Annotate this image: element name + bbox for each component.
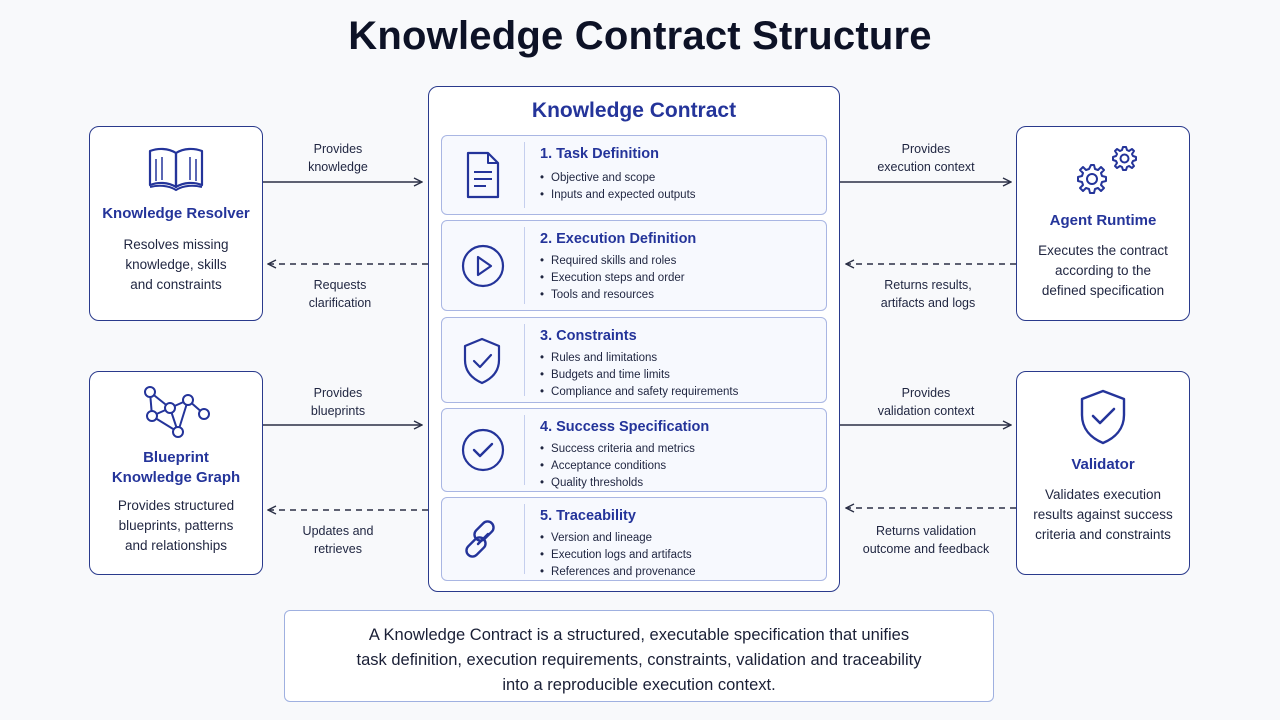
knowledge-contract-title: Knowledge Contract xyxy=(531,99,737,122)
section-item: Version and lineage xyxy=(540,530,696,547)
blueprint-graph-desc: Provides structured blueprints, patterns… xyxy=(117,498,235,553)
blueprint-graph-box: Blueprint Knowledge Graph Provides struc… xyxy=(89,371,263,575)
agent-runtime-desc: Executes the contract according to the d… xyxy=(1038,243,1168,298)
validator-title: Validator xyxy=(1071,456,1135,473)
section-items: Version and lineage Execution logs and a… xyxy=(540,530,696,581)
shield-icon xyxy=(463,337,501,385)
blueprint-graph-title: Blueprint Knowledge Graph xyxy=(111,449,241,486)
link-icon xyxy=(465,520,495,558)
validator-desc: Validates execution results against succ… xyxy=(1033,487,1173,542)
summary-line-2: task definition, execution requirements,… xyxy=(356,651,922,669)
section-item: Tools and resources xyxy=(540,287,685,304)
section-traceability: 5. Traceability Version and lineage Exec… xyxy=(441,497,827,581)
section-execution-definition: 2. Execution Definition Required skills … xyxy=(441,220,827,311)
section-item: Execution steps and order xyxy=(540,270,685,287)
label-requests-clarification: Requests clarification xyxy=(308,278,372,310)
section-item: Inputs and expected outputs xyxy=(540,187,696,204)
shield-check-icon xyxy=(1080,389,1126,445)
section-success-specification: 4. Success Specification Success criteri… xyxy=(441,408,827,492)
section-item: Acceptance conditions xyxy=(540,458,695,475)
label-provides-validation-context: Provides validation context xyxy=(877,386,975,418)
section-title: 4. Success Specification xyxy=(540,419,710,435)
section-item: References and provenance xyxy=(540,564,696,581)
section-divider xyxy=(524,504,525,574)
knowledge-resolver-box: Knowledge Resolver Resolves missing know… xyxy=(89,126,263,321)
section-item: Compliance and safety requirements xyxy=(540,384,738,401)
section-title: 2. Execution Definition xyxy=(540,231,697,247)
label-provides-execution-context: Provides execution context xyxy=(877,142,975,174)
label-updates-retrieves: Updates and retrieves xyxy=(302,524,374,556)
section-items: Required skills and roles Execution step… xyxy=(540,253,685,304)
check-circle-icon xyxy=(461,428,505,472)
document-icon xyxy=(466,151,500,199)
section-item: Objective and scope xyxy=(540,170,696,187)
section-items: Rules and limitations Budgets and time l… xyxy=(540,350,738,401)
section-task-definition: 1. Task Definition Objective and scope I… xyxy=(441,135,827,215)
section-divider xyxy=(524,142,525,208)
book-icon xyxy=(148,147,204,192)
section-constraints: 3. Constraints Rules and limitations Bud… xyxy=(441,317,827,403)
section-item: Quality thresholds xyxy=(540,475,695,492)
summary-line-1: A Knowledge Contract is a structured, ex… xyxy=(368,626,910,644)
section-divider xyxy=(524,415,525,485)
knowledge-resolver-title: Knowledge Resolver xyxy=(102,205,250,222)
label-returns-results: Returns results, artifacts and logs xyxy=(880,278,976,310)
section-items: Objective and scope Inputs and expected … xyxy=(540,170,696,204)
gears-icon xyxy=(1077,146,1137,194)
section-items: Success criteria and metrics Acceptance … xyxy=(540,441,695,492)
knowledge-contract-box: Knowledge Contract 1. Task Definition Ob… xyxy=(428,86,840,592)
knowledge-resolver-desc: Resolves missing knowledge, skills and c… xyxy=(123,237,229,292)
summary-line-3: into a reproducible execution context. xyxy=(502,676,776,694)
summary-box: A Knowledge Contract is a structured, ex… xyxy=(284,610,994,702)
agent-runtime-title: Agent Runtime xyxy=(1049,212,1157,229)
agent-runtime-box: Agent Runtime Executes the contract acco… xyxy=(1016,126,1190,321)
diagram-title: Knowledge Contract Structure xyxy=(348,14,932,58)
section-title: 3. Constraints xyxy=(540,328,637,344)
section-item: Required skills and roles xyxy=(540,253,685,270)
section-divider xyxy=(524,324,525,396)
label-provides-blueprints: Provides blueprints xyxy=(310,386,366,418)
validator-box: Validator Validates execution results ag… xyxy=(1016,371,1190,575)
label-provides-knowledge: Provides knowledge xyxy=(308,142,368,174)
label-returns-validation: Returns validation outcome and feedback xyxy=(862,524,990,556)
section-divider xyxy=(524,227,525,304)
section-item: Execution logs and artifacts xyxy=(540,547,696,564)
section-title: 5. Traceability xyxy=(540,508,636,524)
section-title: 1. Task Definition xyxy=(540,146,659,162)
section-item: Rules and limitations xyxy=(540,350,738,367)
play-icon xyxy=(461,244,505,288)
section-item: Success criteria and metrics xyxy=(540,441,695,458)
section-item: Budgets and time limits xyxy=(540,367,738,384)
graph-icon xyxy=(144,386,210,438)
